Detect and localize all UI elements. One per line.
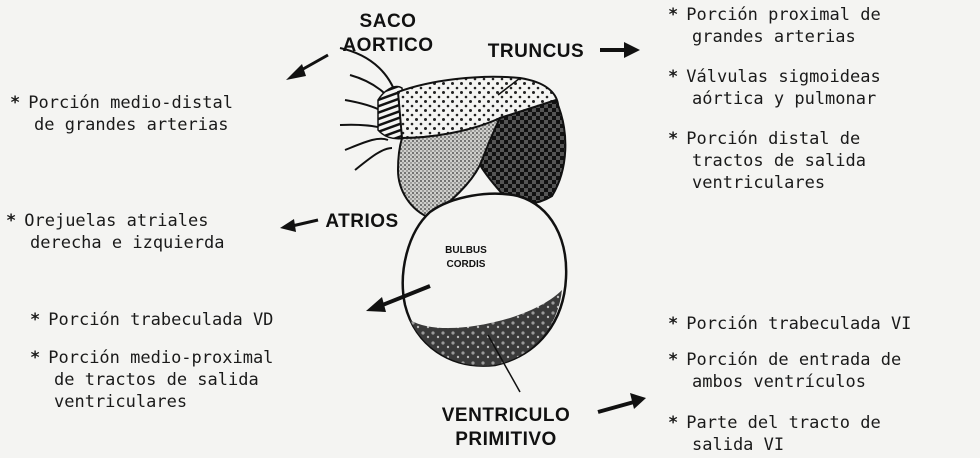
bullet: * (668, 129, 678, 149)
note-line: Orejuelas atriales (24, 211, 208, 231)
label-saco-aortico: SACO AORTICO (328, 10, 448, 58)
label-bulbus-cordis: BULBUS CORDIS (436, 244, 496, 272)
right-note-3: * Porción distal de tractos de salida ven… (668, 128, 866, 194)
right-note-4: * Porción trabeculada VI (668, 313, 911, 335)
arrow-ventriculo (598, 393, 646, 412)
left-note-4: * Porción medio-proximal de tractos de sa… (30, 347, 273, 413)
note-line: Porción distal de (686, 129, 860, 149)
label-bulbus-line1: BULBUS (436, 244, 496, 258)
arrow-saco (286, 55, 328, 80)
arrow-atrios (280, 219, 318, 232)
note-line: grandes arterias (668, 26, 881, 48)
label-ventriculo-line2: PRIMITIVO (428, 428, 584, 452)
note-line: ventriculares (30, 391, 273, 413)
note-line: Parte del tracto de (686, 413, 880, 433)
note-line: Porción medio-distal (28, 93, 233, 113)
right-note-2: * Válvulas sigmoideas aórtica y pulmonar (668, 66, 881, 110)
label-saco-line1: SACO (328, 10, 448, 34)
note-line: aórtica y pulmonar (668, 88, 881, 110)
note-line: tractos de salida (668, 150, 866, 172)
bullet: * (668, 350, 678, 370)
bullet: * (30, 348, 40, 368)
note-line: ventriculares (668, 172, 866, 194)
right-note-6: * Parte del tracto de salida VI (668, 412, 881, 456)
note-line: Porción proximal de (686, 5, 880, 25)
label-bulbus-line2: CORDIS (436, 258, 496, 272)
label-ventriculo-line1: VENTRICULO (428, 404, 584, 428)
bullet: * (6, 211, 16, 231)
note-line: de grandes arterias (10, 114, 233, 136)
label-truncus: TRUNCUS (476, 40, 596, 64)
left-note-2: * Orejuelas atriales derecha e izquierda (6, 210, 224, 254)
label-atrios: ATRIOS (318, 210, 406, 234)
right-note-5: * Porción de entrada de ambos ventrículos (668, 349, 901, 393)
bullet: * (10, 93, 20, 113)
right-note-1: * Porción proximal de grandes arterias (668, 4, 881, 48)
left-note-1: * Porción medio-distal de grandes arteria… (10, 92, 233, 136)
note-line: Porción trabeculada VD (48, 310, 273, 330)
bullet: * (668, 413, 678, 433)
note-line: Porción trabeculada VI (686, 314, 911, 334)
label-saco-line2: AORTICO (328, 34, 448, 58)
arrow-truncus (600, 42, 640, 58)
note-line: Porción medio-proximal (48, 348, 273, 368)
bullet: * (668, 67, 678, 87)
left-note-3: * Porción trabeculada VD (30, 309, 273, 331)
note-line: salida VI (668, 434, 881, 456)
bullet: * (668, 314, 678, 334)
note-line: ambos ventrículos (668, 371, 901, 393)
note-line: de tractos de salida (30, 369, 273, 391)
bullet: * (30, 310, 40, 330)
label-ventriculo-primitivo: VENTRICULO PRIMITIVO (428, 404, 584, 452)
note-line: Porción de entrada de (686, 350, 901, 370)
note-line: derecha e izquierda (6, 232, 224, 254)
note-line: Válvulas sigmoideas (686, 67, 880, 87)
bullet: * (668, 5, 678, 25)
